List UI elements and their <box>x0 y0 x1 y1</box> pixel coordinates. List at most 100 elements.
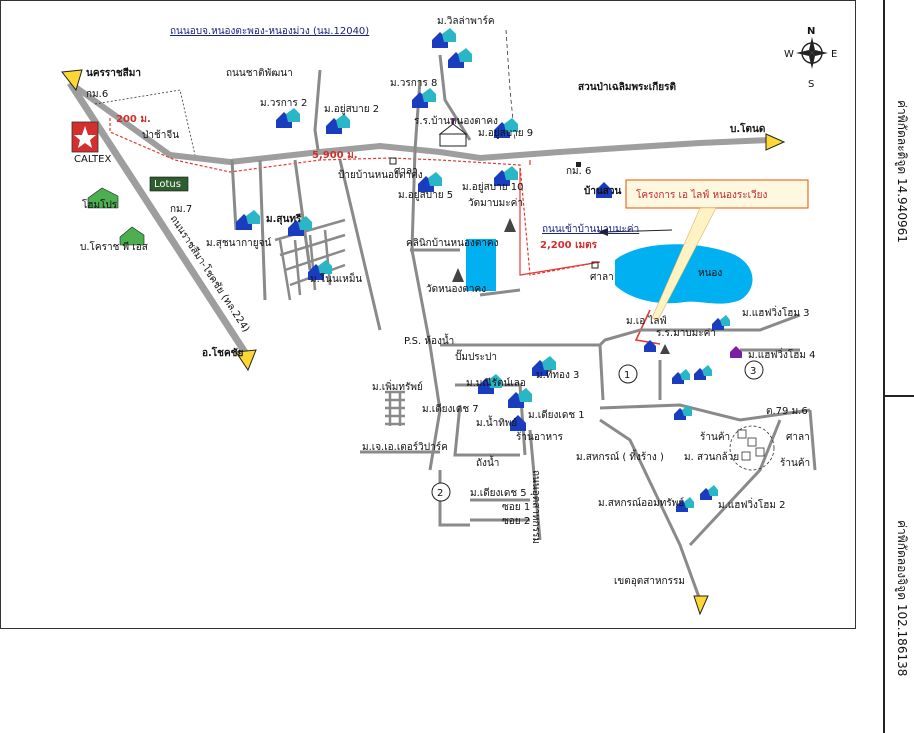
label-chayaphruek: ม.เจ.เอ.เตอร์วิปาร์ค <box>362 441 448 453</box>
marker-1: 1 <box>624 370 630 381</box>
label-entry-road: ถนนเข้าบ้านมาบมะค่า <box>542 223 639 235</box>
house-cluster-icon <box>308 260 332 280</box>
map-labels: ถนนอบจ.หนองตะพอง-หนองม่วง (นม.12040) ม.ว… <box>80 15 816 587</box>
house-cluster-icon <box>236 210 260 230</box>
label-wat-nongtalad: วัดหนองตาคง <box>426 284 486 295</box>
label-shop1: ร้านอาหาร <box>516 431 564 443</box>
svg-text:E: E <box>831 49 837 60</box>
label-nam-thip: ม.น้ำทิพย์ <box>476 415 517 429</box>
label-pasan-chin: ป่าช้าจีน <box>142 129 179 141</box>
house-cluster-icon <box>510 415 526 431</box>
entry-arrow <box>603 229 673 233</box>
label-sunthree: ม.สุนทรี <box>266 213 302 225</box>
label-water-mark: ถังน้ำ <box>476 455 499 469</box>
label-km6-top: กม.6 <box>86 89 108 100</box>
svg-text:S: S <box>808 79 814 90</box>
house-cluster-icon <box>432 28 456 48</box>
latitude-text: ค่าพิกัดละติจูด 14.940961 <box>894 100 909 243</box>
label-nonglerm: ม.โนนเหม็น <box>310 271 362 285</box>
label-highway-top: ถนนอบจ.หนองตะพอง-หนองม่วง (นม.12040) <box>170 26 369 37</box>
label-hour-79: ต.79 ม.6 <box>766 406 808 417</box>
temple-icon <box>438 118 468 147</box>
lotus-store-logo: Lotus <box>149 176 189 192</box>
callout-pointer <box>651 207 717 321</box>
house-cluster-icon <box>730 346 742 358</box>
label-chok-chai: อ.โชคชัย <box>202 346 243 359</box>
label-yusabai9: ม.อยู่สบาย 9 <box>478 128 533 139</box>
house-cluster-icon <box>674 405 692 420</box>
project-callout <box>625 179 809 209</box>
village-blocks <box>737 429 765 461</box>
house-clusters <box>236 28 742 512</box>
marker-2: 2 <box>437 488 443 499</box>
label-shop3: ร้านค้า <box>780 457 810 469</box>
label-suan-kluai: ม. สวนกล้วย <box>684 451 739 463</box>
label-sala3: ศาลา <box>786 432 810 443</box>
house-cluster-icon <box>478 374 502 394</box>
main-highway <box>68 80 771 166</box>
svg-text:Lotus: Lotus <box>154 179 181 190</box>
label-chiang-mai7: ม.เดียงเดช 7 <box>422 403 479 415</box>
label-happy-home4: ม.แฮฟวิ่งโฮม 4 <box>748 347 816 361</box>
house-cluster-icon <box>508 388 532 408</box>
label-suchanaka: ม.สุชนากายูจน์ <box>206 237 272 249</box>
lake <box>615 244 753 304</box>
house-cluster-icon <box>288 216 312 236</box>
label-chiang5: ม.เดียงเดช 5 <box>470 487 527 499</box>
arrow-industrial <box>693 595 709 616</box>
compass-rose-icon: N S E W <box>784 26 837 90</box>
house-cluster-icon <box>326 114 350 134</box>
label-thitong3: ม.ทีทอง 3 <box>536 369 579 381</box>
entry-arrowhead <box>598 228 608 236</box>
house-cluster-icon <box>596 182 612 198</box>
label-pump: ปั๊มประปา <box>455 349 497 363</box>
house-cluster-icon <box>694 365 712 380</box>
label-yusabai10: ม.อยู่สบาย 10 <box>462 182 523 193</box>
dotted-boundary <box>94 89 196 156</box>
highway-224 <box>67 81 253 362</box>
warehouse-icon <box>119 226 145 246</box>
label-km7: กม.7 <box>170 204 192 215</box>
label-chat-pattana: ถนนชาติพัฒนา <box>226 68 293 79</box>
label-yusabai5: ม.อยู่สบาย 5 <box>398 190 453 201</box>
route-red-dotted <box>109 118 601 276</box>
label-happy-home3: ม.แฮฟวิ่งโฮม 3 <box>742 305 810 319</box>
arrow-dotan <box>765 133 786 151</box>
label-chiang-1: ม.เดียงเดช 1 <box>528 409 585 421</box>
longitude-text: ค่าพิกัดลองจิจูด 102.186138 <box>894 520 909 676</box>
route-red-solid <box>519 168 601 276</box>
temple-icon <box>660 344 670 354</box>
label-sala1: ศาลา <box>394 166 418 177</box>
label-suan-pa: สวนป่าเฉลิมพระเกียรติ <box>578 81 676 93</box>
svg-text:W: W <box>784 49 794 60</box>
label-soi1: ซอย 1 <box>502 502 530 513</box>
label-km6-mid: กม. 6 <box>566 166 591 177</box>
label-sahakorn: ม.สหกรณ์ ( ทิ้งร้าง ) <box>576 449 664 463</box>
village-boundary <box>729 425 775 471</box>
label-sala2: ศาลา <box>590 272 614 283</box>
label-shop2: ร้านค้า <box>700 431 730 443</box>
house-cluster-icon <box>700 485 718 500</box>
label-ban-dotan: บ.โตนด <box>730 122 765 135</box>
svg-text:N: N <box>807 26 815 37</box>
house-cluster-icon <box>418 172 442 192</box>
marker-3: 3 <box>750 366 756 377</box>
label-worakan2: ม.วรการ 2 <box>260 98 307 109</box>
house-cluster-icon <box>494 118 518 138</box>
label-yusabai2: ม.อยู่สบาย 2 <box>324 104 379 115</box>
warehouse-icon <box>87 187 119 209</box>
marker-square <box>389 157 397 165</box>
label-nong: หนอง <box>698 268 722 279</box>
marker-square <box>576 162 581 167</box>
label-dist-2200: 2,200 เมตร <box>540 240 598 251</box>
house-cluster-icon <box>644 340 656 352</box>
temple-icon <box>504 218 516 232</box>
label-school-nongtalad: ร.ร.บ้านหนองตาคง <box>414 115 498 127</box>
house-cluster-icon <box>676 497 694 512</box>
label-happy-home2: ม.แฮฟวิ่งโฮม 2 <box>718 497 786 511</box>
label-ban-suan: บ้านสวน <box>584 185 622 197</box>
caltex-logo: CALTEX <box>71 121 111 165</box>
house-cluster-icon <box>672 369 690 384</box>
label-a-life: ม.เอ ไลฟ์ <box>626 315 667 327</box>
